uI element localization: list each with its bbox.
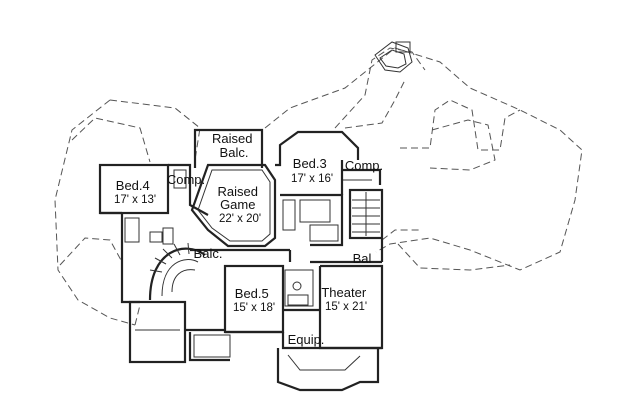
balc-label: Balc.	[194, 246, 223, 261]
bal-label: Bal	[353, 251, 372, 266]
stair-treads-right	[352, 192, 380, 236]
comp-left-label: Comp.	[167, 172, 205, 187]
theater-label: Theater 15' x 21'	[321, 284, 370, 313]
bed-5-label: Bed.5 15' x 18'	[233, 285, 275, 314]
equip-label: Equip.	[288, 332, 325, 347]
bed-3-label: Bed.3 17' x 16'	[291, 155, 333, 185]
curved-staircase	[148, 242, 206, 301]
bed-4-label: Bed.4 17' x 13'	[114, 177, 156, 206]
roof-outline-dashed	[54, 47, 583, 326]
raised-balc-label: Raised Balc.	[212, 131, 256, 160]
upper-tower-roof	[374, 41, 413, 73]
comp-right-label: Comp.	[345, 158, 383, 173]
raised-game-label: Raised Game 22' x 20'	[218, 183, 263, 225]
floor-walls	[98, 128, 384, 392]
fixtures	[124, 169, 302, 291]
